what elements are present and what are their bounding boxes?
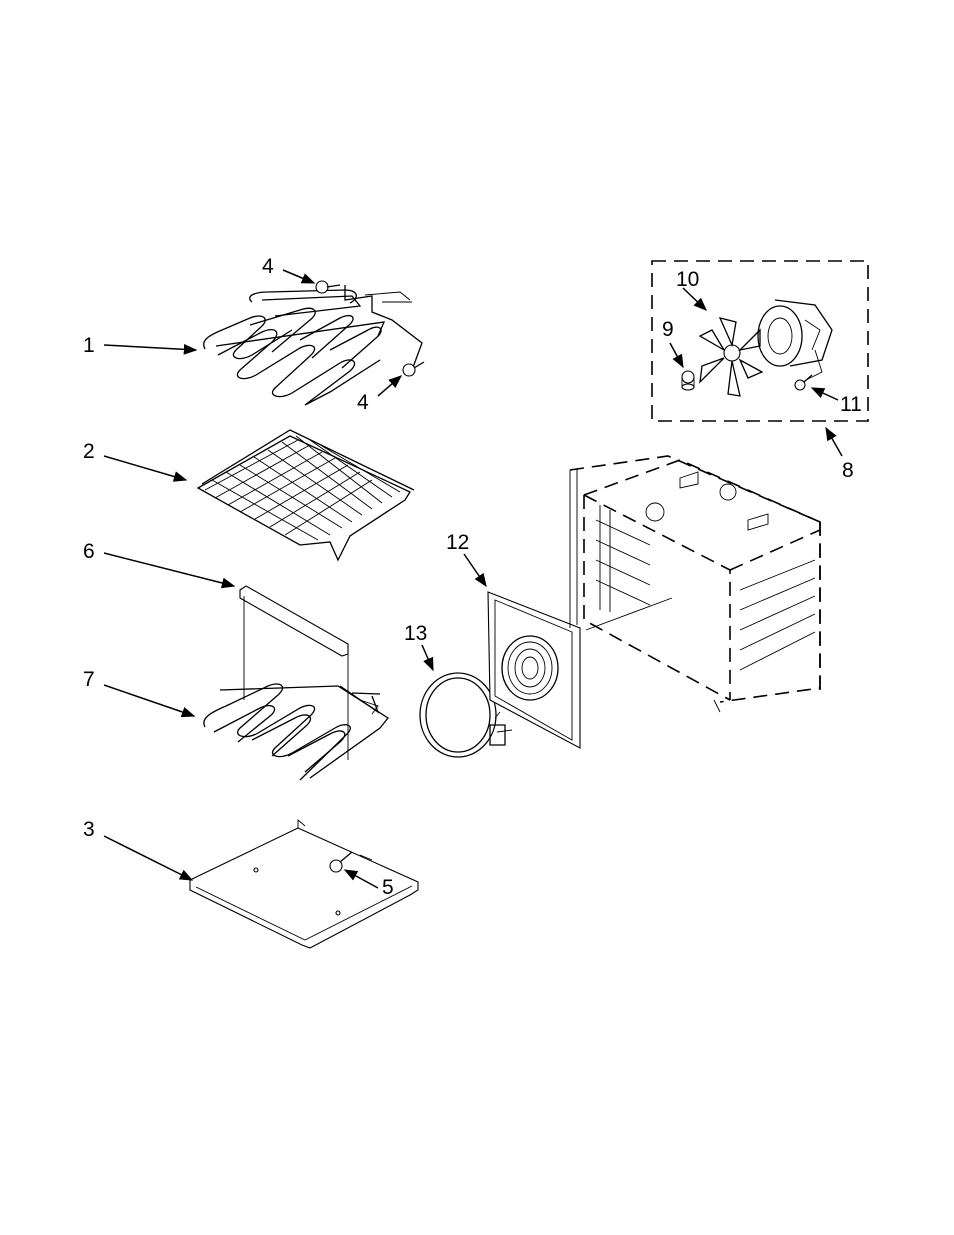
callout-12: 12 xyxy=(446,531,469,554)
callout-6: 6 xyxy=(83,540,95,563)
bake-element-icon xyxy=(204,684,388,780)
screw-icon xyxy=(795,375,812,390)
fan-nut-icon xyxy=(682,371,694,390)
callout-5: 5 xyxy=(382,876,394,899)
fan-blade-icon xyxy=(700,318,762,396)
callout-9: 9 xyxy=(662,318,674,341)
callout-2: 2 xyxy=(83,440,95,463)
oven-cavity-icon xyxy=(570,456,820,712)
screw-icon xyxy=(316,281,340,293)
callout-3: 3 xyxy=(83,818,95,841)
callout-13: 13 xyxy=(404,622,427,645)
callout-4-top: 4 xyxy=(262,255,274,278)
callout-1: 1 xyxy=(83,334,95,357)
callout-10: 10 xyxy=(676,268,699,291)
fan-motor-icon xyxy=(758,300,832,380)
oven-rack-icon xyxy=(198,430,414,560)
callout-11: 11 xyxy=(840,393,862,416)
callout-4-bottom: 4 xyxy=(357,391,369,414)
callout-8: 8 xyxy=(842,459,854,482)
callout-7: 7 xyxy=(83,668,95,691)
